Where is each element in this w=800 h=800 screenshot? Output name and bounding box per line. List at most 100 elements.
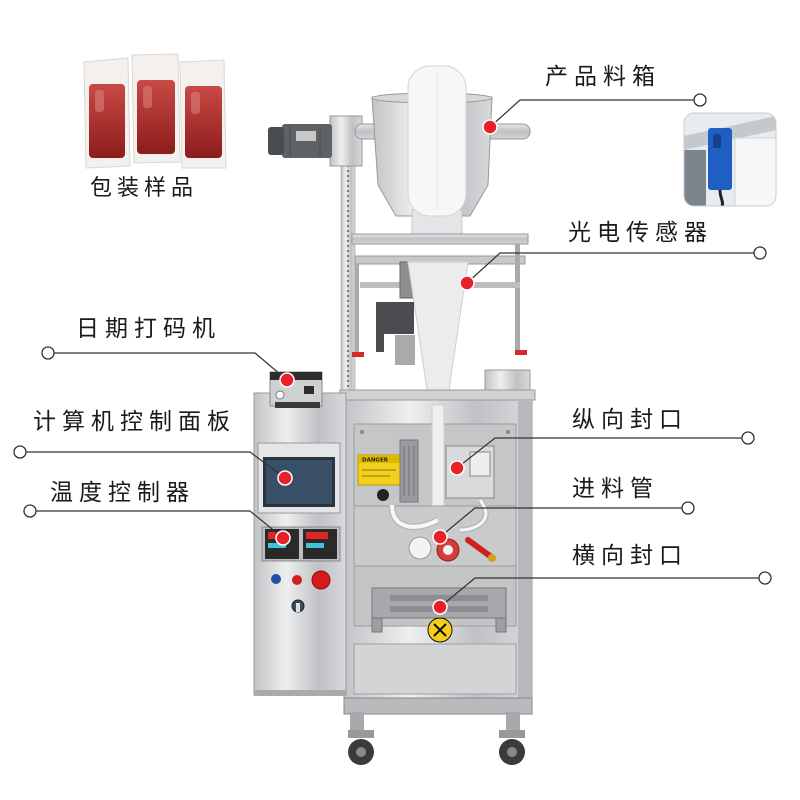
temperature-controller-1-setpoint — [268, 543, 286, 548]
callout-line-date-coder — [54, 352, 288, 381]
horizontal-seal-bar — [390, 595, 488, 601]
emergency-stop-button — [311, 570, 331, 590]
wheel-right-hub — [507, 747, 517, 757]
inset-sensor-face — [713, 134, 721, 148]
red-dot-icon — [449, 460, 465, 476]
sample-packet-1-highlight — [95, 90, 104, 112]
callout-endpoints — [13, 93, 772, 585]
motor-end-cap — [268, 127, 284, 155]
callout-label-temperature-controller: 温度控制器 — [50, 480, 195, 506]
red-dot-icon — [432, 529, 448, 545]
hollow-circle-icon — [741, 431, 755, 445]
callout-line-photoelectric-sensor — [466, 252, 754, 284]
machine-base — [343, 697, 533, 715]
red-dot-icon — [279, 372, 295, 388]
sample-packet-2-highlight — [143, 86, 152, 108]
temperature-controller-2-setpoint — [306, 543, 324, 548]
key-switch-key — [296, 603, 300, 612]
callout-label-product-hopper: 产品料箱 — [545, 64, 661, 90]
warning-sign-mark — [433, 623, 447, 637]
main-body-top — [339, 389, 536, 401]
sample-packet-1-sauce — [89, 84, 125, 158]
hollow-circle-icon — [753, 246, 767, 260]
guide-rod-left — [355, 264, 359, 356]
callout-lines — [26, 99, 759, 608]
pull-roller-hub — [443, 545, 453, 555]
callout-line-temperature-controller — [36, 510, 284, 539]
caster-plate-left — [348, 730, 374, 738]
callout-line-vertical-seal — [456, 437, 742, 469]
panel-socket — [377, 489, 389, 501]
leg-right — [506, 712, 520, 732]
callout-label-vertical-seal: 纵向封口 — [572, 407, 688, 433]
callout-label-date-coder: 日期打码机 — [76, 316, 221, 342]
guide-rod-tip-right — [515, 350, 527, 355]
packaging-machine: DANGER — [253, 65, 536, 765]
callout-line-feed-tube — [439, 507, 682, 538]
motor-mount — [329, 115, 363, 167]
hollow-circle-icon — [23, 504, 37, 518]
hollow-circle-icon — [693, 93, 707, 107]
callout-label-feed-tube: 进料管 — [572, 476, 659, 502]
inset-sensor-cable — [718, 189, 725, 206]
callout-markers — [275, 119, 498, 615]
red-dot-icon — [275, 530, 291, 546]
red-dot-icon — [459, 275, 475, 291]
red-dot-icon — [277, 470, 293, 486]
callout-label-horizontal-seal: 横向封口 — [572, 543, 688, 569]
screw — [360, 430, 364, 434]
leg-left — [350, 712, 364, 732]
stop-button — [292, 575, 302, 585]
forming-bracket — [376, 302, 414, 334]
sensor-closeup-inset — [683, 112, 777, 207]
control-panel-screen-glow — [266, 460, 332, 504]
sample-packet-2-sauce — [137, 80, 175, 154]
temperature-controller-2-display — [306, 532, 328, 539]
hollow-circle-icon — [13, 445, 27, 459]
guide-rod-right — [515, 244, 520, 354]
hollow-circle-icon — [681, 501, 695, 515]
sensor-bracket-top — [351, 233, 529, 245]
date-coder-switch — [304, 386, 314, 394]
date-coder-base — [275, 402, 320, 408]
inset-border — [683, 112, 777, 207]
main-body-side — [518, 400, 532, 700]
warning-sticker-text: DANGER — [362, 458, 389, 464]
caster-plate-right — [499, 730, 525, 738]
vertical-seal-block — [469, 451, 491, 477]
start-button — [271, 574, 281, 584]
forming-cone — [407, 261, 469, 411]
warning-sticker-header — [358, 455, 400, 463]
red-dot-icon — [482, 119, 498, 135]
hollow-circle-icon — [41, 346, 55, 360]
sample-packet-3-highlight — [191, 92, 200, 114]
callout-label-control-panel: 计算机控制面板 — [33, 409, 236, 435]
callout-line-product-hopper — [489, 99, 694, 128]
feed-hose-right — [459, 499, 488, 532]
callout-label-photoelectric-sensor: 光电传感器 — [568, 220, 713, 246]
lower-panel — [353, 643, 517, 695]
inset-dark-area — [684, 150, 706, 206]
screw — [506, 430, 510, 434]
sample-packet-3-sauce — [185, 86, 222, 158]
control-cabinet-base — [254, 690, 346, 696]
pull-roller-left — [408, 536, 432, 560]
inset-white-panel — [734, 137, 776, 206]
sample-packets-photo — [83, 53, 227, 169]
callout-line-control-panel — [26, 451, 286, 479]
wheel-left-hub — [356, 747, 366, 757]
red-dot-icon — [432, 599, 448, 615]
motor-plate — [296, 131, 316, 141]
callout-line-horizontal-seal — [439, 577, 759, 608]
forming-neck — [395, 335, 415, 365]
sample-caption: 包装样品 — [90, 176, 199, 201]
date-coder-dial — [275, 390, 285, 400]
guide-rod-tip-left — [352, 352, 364, 357]
roller-handle-knob — [488, 554, 496, 562]
forming-bracket-arm — [376, 334, 384, 352]
date-coder-top — [270, 372, 322, 380]
hollow-circle-icon — [758, 571, 772, 585]
feed-hose — [390, 504, 439, 529]
